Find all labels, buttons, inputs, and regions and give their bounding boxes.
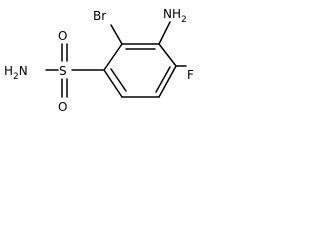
ring-bond-left-lower-inner: [110, 68, 127, 92]
amino-label-subscript: 2: [181, 15, 187, 25]
fluorine-label: F: [187, 68, 194, 82]
ring-bond-left-upper: [103, 43, 123, 71]
sulfonamide-nh2-label: H2N: [4, 64, 28, 82]
sulfonamide-h-subscript: 2: [13, 72, 19, 82]
amino-label: NH2: [163, 7, 187, 25]
ring-bond-right-lower-inner: [155, 66, 171, 93]
ring-bond-right-upper: [158, 43, 177, 67]
sulfonamide-h-label: H: [4, 64, 13, 78]
oxygen-bottom-label: O: [58, 100, 67, 114]
ring-bond-right-lower: [158, 65, 177, 98]
amino-label-main: NH: [163, 7, 181, 21]
ring-bond-left-lower: [103, 69, 123, 98]
oxygen-top-label: O: [58, 29, 67, 43]
sulfur-label: S: [59, 64, 67, 78]
bond-to-nh2: [158, 21, 171, 45]
bond-to-br: [110, 24, 123, 45]
bromine-label: Br: [93, 9, 106, 23]
chemical-structure: Br NH2 F S O O H2N: [4, 7, 194, 114]
benzene-ring: [103, 43, 177, 98]
sulfonamide-n-label: N: [19, 64, 28, 78]
